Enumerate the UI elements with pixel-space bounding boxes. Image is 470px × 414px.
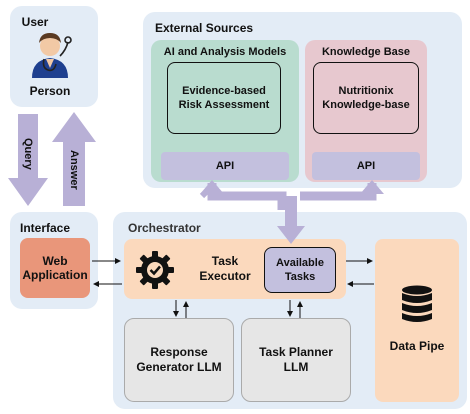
orchestrator-title: Orchestrator	[128, 221, 201, 235]
doctor-avatar-icon	[32, 33, 72, 78]
external-sources-title: External Sources	[155, 21, 254, 35]
available-tasks-box: Available Tasks	[264, 247, 336, 293]
gear-check-icon	[136, 251, 174, 289]
answer-arrow	[52, 112, 96, 206]
task-planner-box: Task Planner LLM	[241, 318, 351, 402]
orchestrator-panel: Orchestrator Task Executor Available Tas…	[113, 212, 467, 409]
api-connector	[207, 183, 287, 210]
query-label: Query	[22, 138, 34, 170]
data-pipe-label: Data Pipe	[389, 339, 445, 353]
ai-api-label: API	[215, 160, 235, 172]
response-generator-box: Response Generator LLM	[124, 318, 234, 402]
knowledge-base-title: Knowledge Base	[321, 46, 411, 58]
user-panel: User Person	[10, 6, 98, 107]
interface-panel: Interface Web Application	[10, 212, 98, 309]
api-arrowhead-down	[277, 226, 305, 244]
api-arrowhead-up-right	[360, 180, 384, 194]
task-planner-label: Task Planner LLM	[259, 345, 333, 374]
web-application-box[interactable]: Web Application	[20, 238, 90, 298]
risk-assessment-box: Evidence-based Risk Assessment	[167, 62, 281, 134]
knowledge-base-box: Knowledge Base Nutritionix Knowledge-bas…	[305, 40, 427, 182]
data-pipe-box: Data Pipe	[375, 239, 459, 402]
answer-label: Answer	[68, 150, 80, 190]
query-arrow	[8, 114, 48, 206]
available-tasks-label: Available Tasks	[276, 257, 324, 283]
kb-api-box: API	[312, 152, 420, 180]
nutritionix-box: Nutritionix Knowledge-base	[313, 62, 419, 134]
external-sources-panel: External Sources AI and Analysis Models …	[143, 12, 462, 188]
nutritionix-label: Nutritionix Knowledge-base	[322, 85, 410, 111]
ai-models-box: AI and Analysis Models Evidence-based Ri…	[151, 40, 299, 182]
web-application-label: Web Application	[22, 254, 88, 282]
interface-title: Interface	[20, 221, 71, 235]
ai-api-box: API	[161, 152, 289, 180]
ai-models-title: AI and Analysis Models	[163, 46, 287, 58]
user-title: User	[21, 15, 49, 29]
person-label: Person	[29, 84, 71, 98]
task-executor-box: Task Executor Available Tasks	[124, 239, 346, 299]
task-executor-label: Task Executor	[199, 254, 251, 283]
kb-api-label: API	[356, 160, 376, 172]
api-arrowhead-up-left	[200, 180, 224, 194]
database-icon	[402, 285, 432, 322]
response-generator-label: Response Generator LLM	[136, 345, 222, 374]
risk-assessment-label: Evidence-based Risk Assessment	[178, 85, 270, 111]
